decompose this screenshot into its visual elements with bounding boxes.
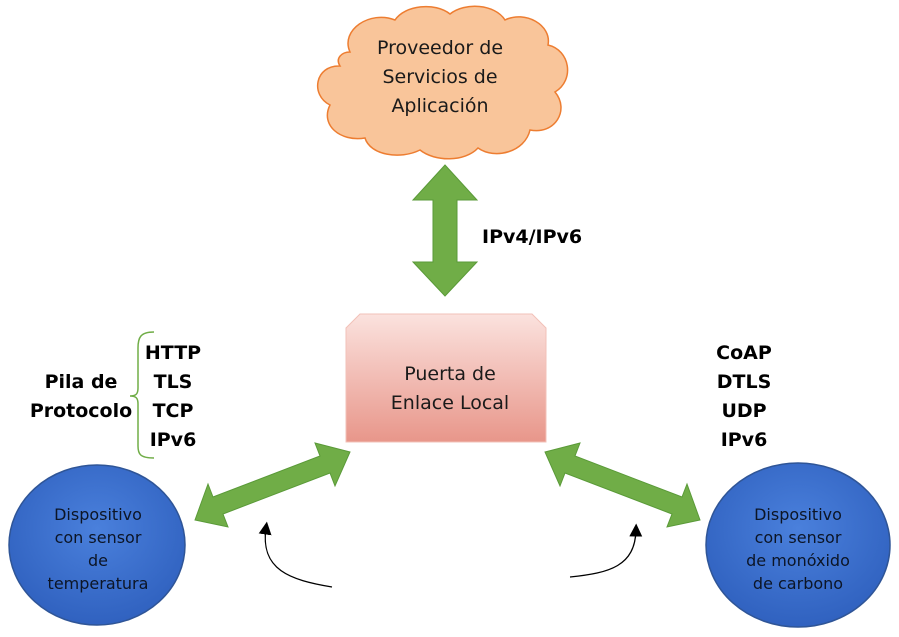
protocol-stack-label-line: Protocolo (29, 400, 133, 422)
edge-label: IPv4/IPv6 (482, 226, 583, 248)
device-left-line: temperatura (47, 574, 149, 593)
arrow-right-gateway-device (544, 442, 701, 528)
protocol-item: TLS (153, 371, 193, 393)
arrow-left-device-gateway (194, 442, 351, 528)
device-left-line: Dispositivo (54, 505, 142, 524)
device-right-line: de carbono (752, 574, 844, 593)
device-left-line: con sensor (54, 528, 142, 547)
protocol-item: IPv6 (720, 429, 768, 451)
device-left-line: de (88, 551, 108, 570)
device-right-line: de monóxido (746, 551, 850, 570)
cloud-line: Servicios de (382, 66, 498, 88)
device-right-line: con sensor (754, 528, 842, 547)
gateway-line: Enlace Local (390, 392, 510, 414)
protocol-item: CoAP (716, 342, 772, 364)
protocol-brace (129, 331, 155, 459)
device-right-circle (705, 462, 891, 628)
gateway-line: Puerta de (404, 363, 496, 385)
protocol-stack-label: Pila de Protocolo (26, 368, 136, 426)
cloud-line: Proveedor de (376, 37, 504, 59)
cloud-shape (316, 5, 569, 160)
cloud-label: Proveedor de Servicios de Aplicación (340, 34, 540, 121)
right-protocol-stack: CoAP DTLS UDP IPv6 (706, 339, 782, 455)
protocol-item: DTLS (716, 371, 772, 393)
protocol-stack-label-line: Pila de (44, 371, 118, 393)
device-left-circle (8, 464, 186, 626)
gateway-label: Puerta de Enlace Local (350, 360, 550, 418)
arrow-cloud-gateway (411, 164, 479, 297)
device-right-label: Dispositivo con sensor de monóxido de ca… (706, 503, 890, 595)
protocol-item: TCP (152, 400, 194, 422)
protocol-item: UDP (721, 400, 767, 422)
cloud-line: Aplicación (391, 95, 489, 117)
protocol-item: IPv6 (149, 429, 197, 451)
curved-arrow-left (258, 521, 333, 588)
gateway-shape (345, 313, 547, 443)
curved-arrow-right (569, 523, 643, 578)
device-left-label: Dispositivo con sensor de temperatura (10, 503, 186, 595)
protocol-item: HTTP (144, 342, 202, 364)
device-right-line: Dispositivo (754, 505, 842, 524)
left-protocol-stack: HTTP TLS TCP IPv6 (140, 339, 206, 455)
